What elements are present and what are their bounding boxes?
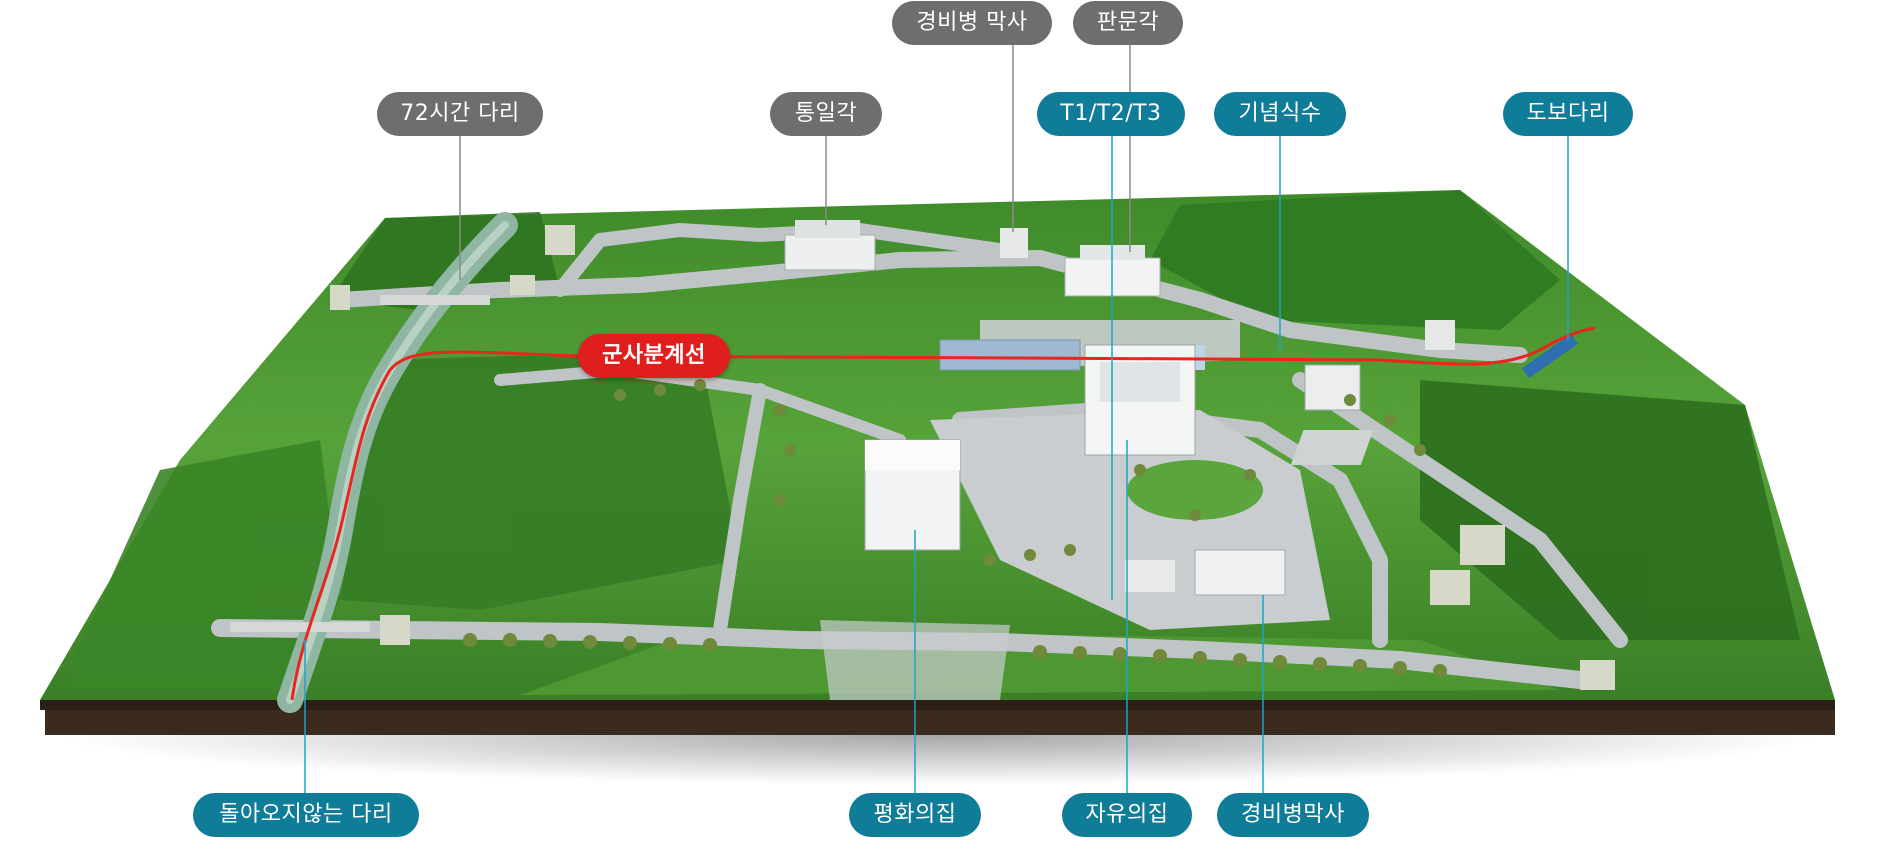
buildings (330, 220, 1615, 690)
bridge-no-return (230, 622, 370, 632)
bridge-72 (380, 295, 490, 305)
label-guard-barracks-top[interactable]: 경비병 막사 (892, 1, 1052, 45)
military-demarcation-line (290, 326, 1596, 701)
label-freedom-house[interactable]: 자유의집 (1062, 793, 1192, 837)
footbridge-structure (1521, 333, 1579, 379)
leader-lines (304, 39, 1569, 795)
forest-areas (60, 190, 1800, 695)
label-t1-t2-t3[interactable]: T1/T2/T3 (1037, 92, 1185, 136)
label-footbridge[interactable]: 도보다리 (1503, 92, 1633, 136)
label-memorial-tree[interactable]: 기념식수 (1214, 92, 1346, 136)
label-tongilgak[interactable]: 통일각 (770, 92, 882, 136)
label-72-hour-bridge[interactable]: 72시간 다리 (377, 92, 543, 136)
label-military-demarcation-line[interactable]: 군사분계선 (578, 334, 730, 378)
label-peace-house[interactable]: 평화의집 (849, 793, 981, 837)
label-guard-barracks-bottom[interactable]: 경비병막사 (1217, 793, 1369, 837)
model-base-front (40, 700, 1835, 710)
label-bridge-of-no-return[interactable]: 돌아오지않는 다리 (193, 793, 419, 837)
trees (463, 379, 1447, 678)
label-panmungak[interactable]: 판문각 (1073, 1, 1183, 45)
model-base (45, 705, 1835, 735)
